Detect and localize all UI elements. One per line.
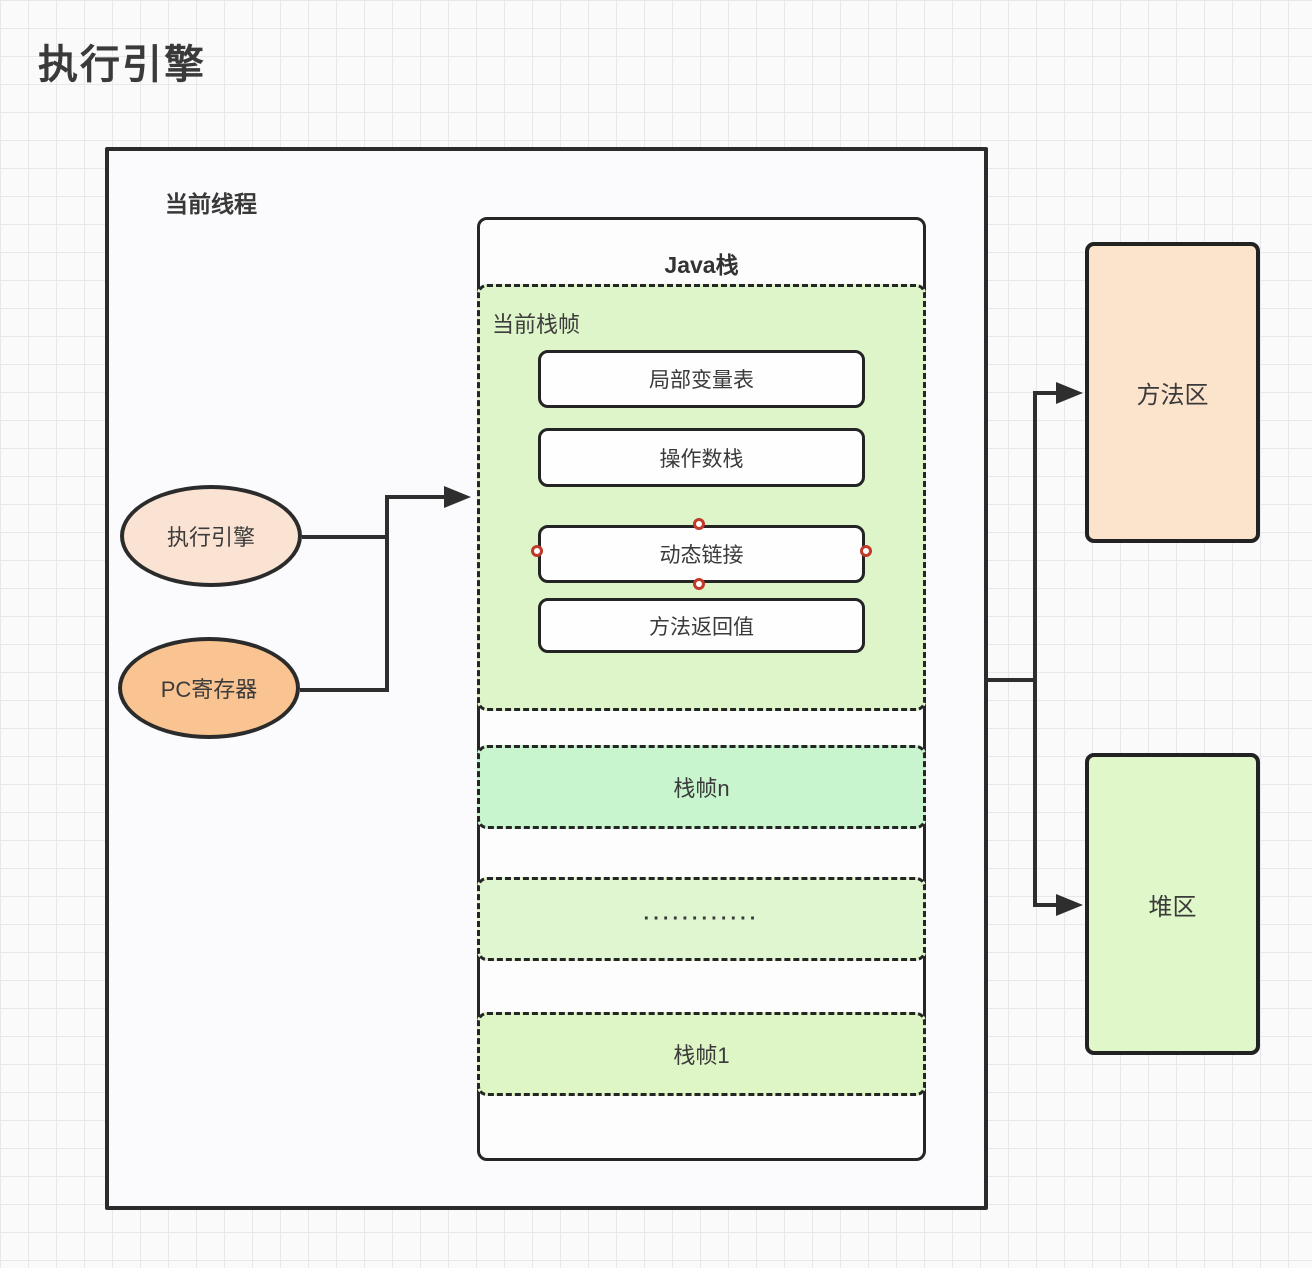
dynamic-linking-box[interactable]: 动态链接 [531,518,872,590]
selection-handle-top[interactable] [692,518,705,530]
current-stack-frame-box[interactable]: 当前栈帧 局部变量表 操作数栈 动态链接 方法返回值 [477,284,926,711]
method-return-value-label: 方法返回值 [649,615,754,639]
current-thread-label: 当前线程 [165,191,257,217]
method-area-box[interactable]: 方法区 [1085,242,1260,543]
selection-handle-right[interactable] [860,545,872,557]
heap-area-label: 堆区 [1148,893,1197,921]
java-stack-box[interactable]: Java栈 当前栈帧 局部变量表 操作数栈 动态链接 [477,217,926,1161]
pc-register-node[interactable]: PC寄存器 [118,637,300,739]
dynamic-linking-label: 动态链接 [659,544,744,567]
current-stack-frame-label: 当前栈帧 [492,312,581,337]
heap-area-box[interactable]: 堆区 [1085,753,1260,1055]
stack-frame-n-box[interactable]: 栈帧n [477,745,926,829]
local-variable-table-label: 局部变量表 [649,369,754,392]
arrow-to-method-area [1056,382,1083,404]
operand-stack-box[interactable]: 操作数栈 [538,428,865,487]
execution-engine-label: 执行引擎 [166,525,255,550]
page-title: 执行引擎 [38,43,206,87]
selection-handle-left[interactable] [531,545,543,557]
current-thread-box[interactable]: 当前线程 Java栈 当前栈帧 局部变量表 操作数栈 动态链接 [105,147,988,1210]
connector-to-method-area [1033,391,1058,682]
stack-frame-1-label: 栈帧1 [673,1043,730,1068]
pc-register-label: PC寄存器 [160,677,258,702]
method-area-label: 方法区 [1136,382,1209,409]
local-variable-table-box[interactable]: 局部变量表 [538,350,865,408]
java-stack-title: Java栈 [664,252,739,278]
stack-frame-ellipsis-box[interactable]: ············ [477,877,926,961]
selection-handle-bottom[interactable] [692,578,705,590]
operand-stack-label: 操作数栈 [659,447,744,471]
stack-frame-ellipsis-label: ············ [643,907,760,930]
stack-frame-n-label: 栈帧n [673,776,730,801]
stack-frame-1-box[interactable]: 栈帧1 [477,1012,926,1096]
method-return-value-box[interactable]: 方法返回值 [538,598,865,653]
arrow-to-heap [1056,894,1083,916]
connector-to-heap [1033,678,1058,907]
execution-engine-node[interactable]: 执行引擎 [120,485,302,587]
